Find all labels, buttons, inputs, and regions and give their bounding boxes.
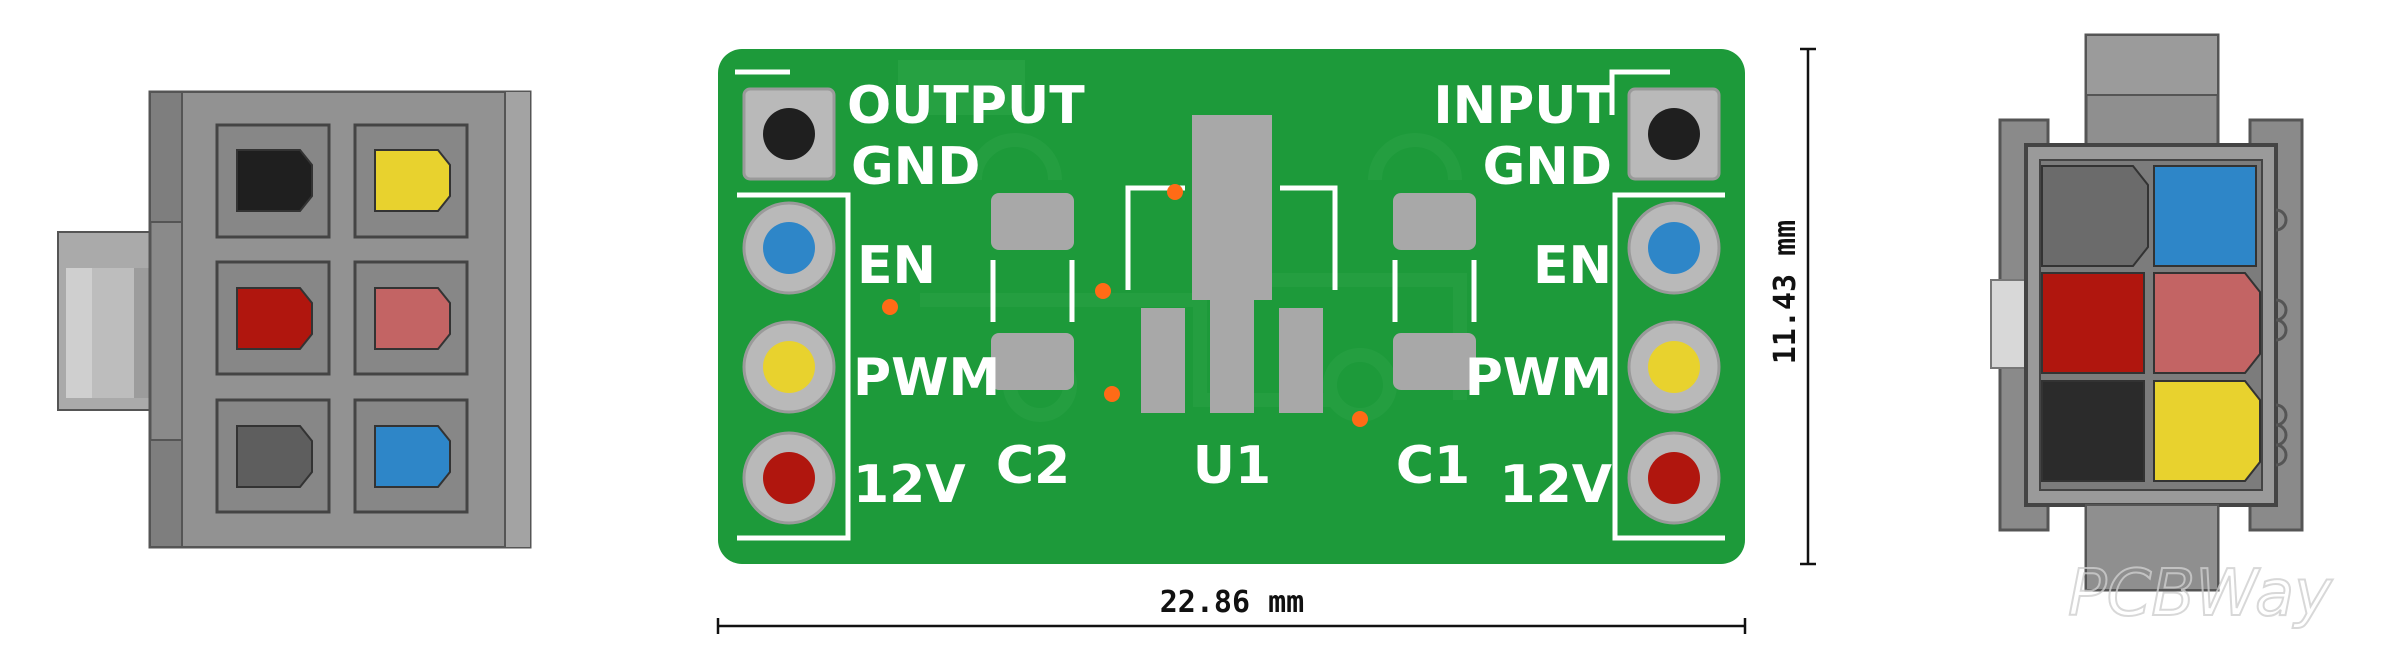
left-conn-pin-pwm bbox=[374, 149, 451, 212]
silk-left-en: EN bbox=[857, 236, 936, 296]
dimension-height-label: 11.43 mm bbox=[1768, 220, 1803, 365]
right-connector bbox=[1990, 33, 2304, 592]
capacitor-c1 bbox=[1392, 193, 1477, 390]
silk-output: OUTPUT bbox=[847, 76, 1085, 136]
left-header-pads bbox=[742, 87, 836, 525]
silk-right-pwm: PWM bbox=[1465, 348, 1612, 408]
right-header-pads bbox=[1627, 87, 1721, 525]
right-conn-pin-gnd-2 bbox=[2041, 165, 2149, 267]
right-conn-pin-12v-return bbox=[2153, 272, 2261, 374]
left-conn-pin-en bbox=[374, 425, 451, 488]
pcb-board: OUTPUT GND INPUT GND EN PWM 12V EN PWM 1… bbox=[718, 49, 1745, 564]
dimension-width: 22.86 mm bbox=[716, 585, 1747, 634]
refdes-u1: U1 bbox=[1193, 436, 1271, 496]
vias bbox=[882, 184, 1368, 427]
capacitor-c2 bbox=[990, 193, 1075, 390]
left-conn-pin-gnd-2 bbox=[236, 425, 313, 488]
left-connector bbox=[57, 90, 532, 549]
right-conn-pin-pwm bbox=[2153, 380, 2261, 482]
left-conn-pin-gnd bbox=[236, 149, 313, 212]
silk-output-gnd: GND bbox=[851, 137, 980, 197]
silk-input: INPUT bbox=[1433, 76, 1612, 136]
silk-left-pwm: PWM bbox=[853, 348, 1000, 408]
silk-input-gnd: GND bbox=[1483, 137, 1612, 197]
right-conn-pin-en bbox=[2153, 165, 2257, 267]
silk-right-en: EN bbox=[1533, 236, 1612, 296]
refdes-c2: C2 bbox=[996, 436, 1070, 496]
right-conn-pin-12v bbox=[2041, 272, 2145, 374]
left-conn-pin-12v-return bbox=[374, 287, 451, 350]
right-conn-pin-gnd bbox=[2041, 380, 2145, 482]
watermark-logo: PCBWay bbox=[2068, 557, 2333, 631]
dimension-width-label: 22.86 mm bbox=[1160, 585, 1305, 620]
regulator-u1 bbox=[1125, 115, 1338, 413]
left-conn-pin-12v bbox=[236, 287, 313, 350]
refdes-c1: C1 bbox=[1396, 436, 1470, 496]
silk-left-12v: 12V bbox=[853, 455, 966, 515]
silk-right-12v: 12V bbox=[1499, 455, 1612, 515]
dimension-height: 11.43 mm bbox=[1768, 47, 1816, 566]
